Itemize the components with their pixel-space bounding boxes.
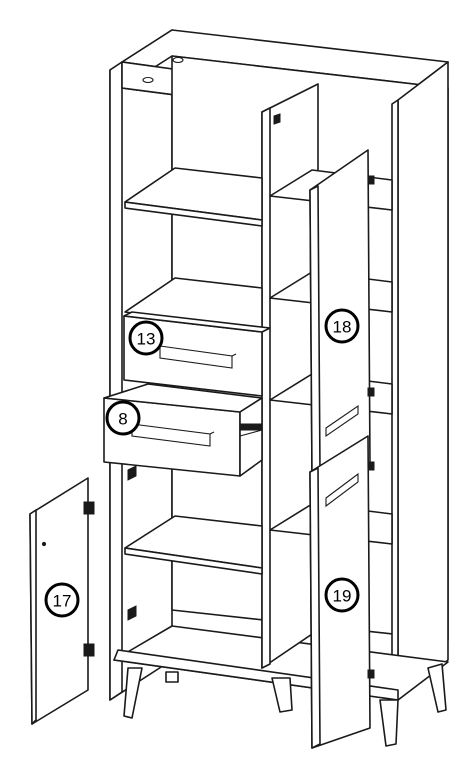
hinge-plates <box>127 113 281 621</box>
callout-17-label: 17 <box>53 592 72 611</box>
callout-8-label: 8 <box>118 410 127 429</box>
callout-8: 8 <box>105 400 141 436</box>
callout-19: 19 <box>324 577 360 613</box>
callout-19-label: 19 <box>333 587 352 606</box>
callout-13: 13 <box>128 320 164 356</box>
legs <box>123 663 447 747</box>
callout-18: 18 <box>324 308 360 344</box>
callout-13-label: 13 <box>137 330 156 349</box>
callout-18-label: 18 <box>333 318 352 337</box>
callout-17: 17 <box>44 582 80 618</box>
cable-hole <box>172 56 184 64</box>
cable-hole <box>142 76 154 84</box>
